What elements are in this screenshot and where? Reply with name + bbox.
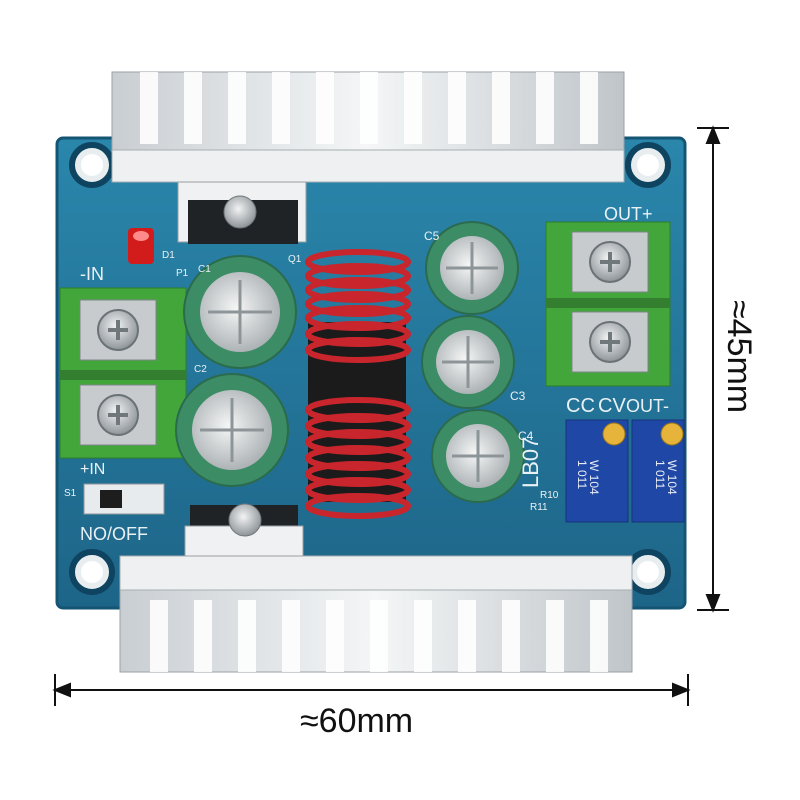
width-dimension-label: ≈60mm — [300, 702, 414, 740]
mounting-hole — [625, 142, 671, 188]
silk-cc: CC — [566, 395, 595, 417]
mosfet-q1 — [177, 181, 307, 244]
screw-terminal — [589, 321, 631, 363]
silk-c1: C1 — [198, 264, 211, 275]
capacitor-c3 — [421, 315, 515, 409]
mounting-hole — [69, 549, 115, 595]
silk-s1: S1 — [64, 488, 77, 499]
silk-d1: D1 — [162, 250, 175, 261]
output-terminal-block — [545, 221, 671, 387]
trimmer-cc-marking: W 104 — [587, 460, 601, 495]
mounting-hole — [69, 142, 115, 188]
capacitor-c5 — [425, 221, 519, 315]
silk-out-plus: OUT+ — [604, 204, 653, 224]
trimmer-cv-code: 1 011 — [653, 460, 667, 489]
capacitor-c1 — [183, 255, 297, 369]
silk-in-plus: +IN — [80, 461, 105, 478]
inductor-coil — [305, 249, 411, 519]
silk-c2: C2 — [194, 364, 207, 375]
heatsink-top — [111, 71, 625, 183]
dimension-height-line — [697, 125, 729, 613]
diode-bottom — [184, 503, 304, 557]
heatsink-bottom — [119, 555, 633, 673]
capacitor-c4 — [431, 409, 525, 503]
screw-terminal — [589, 241, 631, 283]
silk-r11: R11 — [530, 502, 548, 513]
silk-out-minus: OUT- — [626, 396, 669, 416]
input-terminal-block — [59, 287, 187, 459]
screw-terminal — [97, 309, 139, 351]
silk-c4: C4 — [518, 429, 534, 443]
silk-switch: NO/OFF — [80, 524, 148, 544]
capacitor-c2 — [175, 373, 289, 487]
silk-p1: P1 — [176, 268, 189, 279]
silk-r10: R10 — [540, 490, 559, 501]
silk-c3: C3 — [510, 389, 526, 403]
trimmer-cc-code: 1 011 — [575, 460, 589, 489]
height-dimension-label: ≈45mm — [720, 300, 758, 414]
silk-q1: Q1 — [288, 254, 302, 265]
board-model: LB07 — [518, 437, 543, 488]
silk-c5: C5 — [424, 229, 440, 243]
silk-cv: CV — [598, 395, 626, 417]
trimmer-cv — [631, 419, 685, 523]
trimmer-cc — [565, 419, 629, 523]
screw-terminal — [97, 394, 139, 436]
silk-in-minus: -IN — [80, 264, 104, 284]
trimmer-cv-marking: W 104 — [665, 460, 679, 495]
power-switch — [83, 483, 165, 515]
mounting-hole — [625, 549, 671, 595]
dimension-width-line — [52, 674, 691, 706]
led-indicator — [128, 228, 154, 264]
